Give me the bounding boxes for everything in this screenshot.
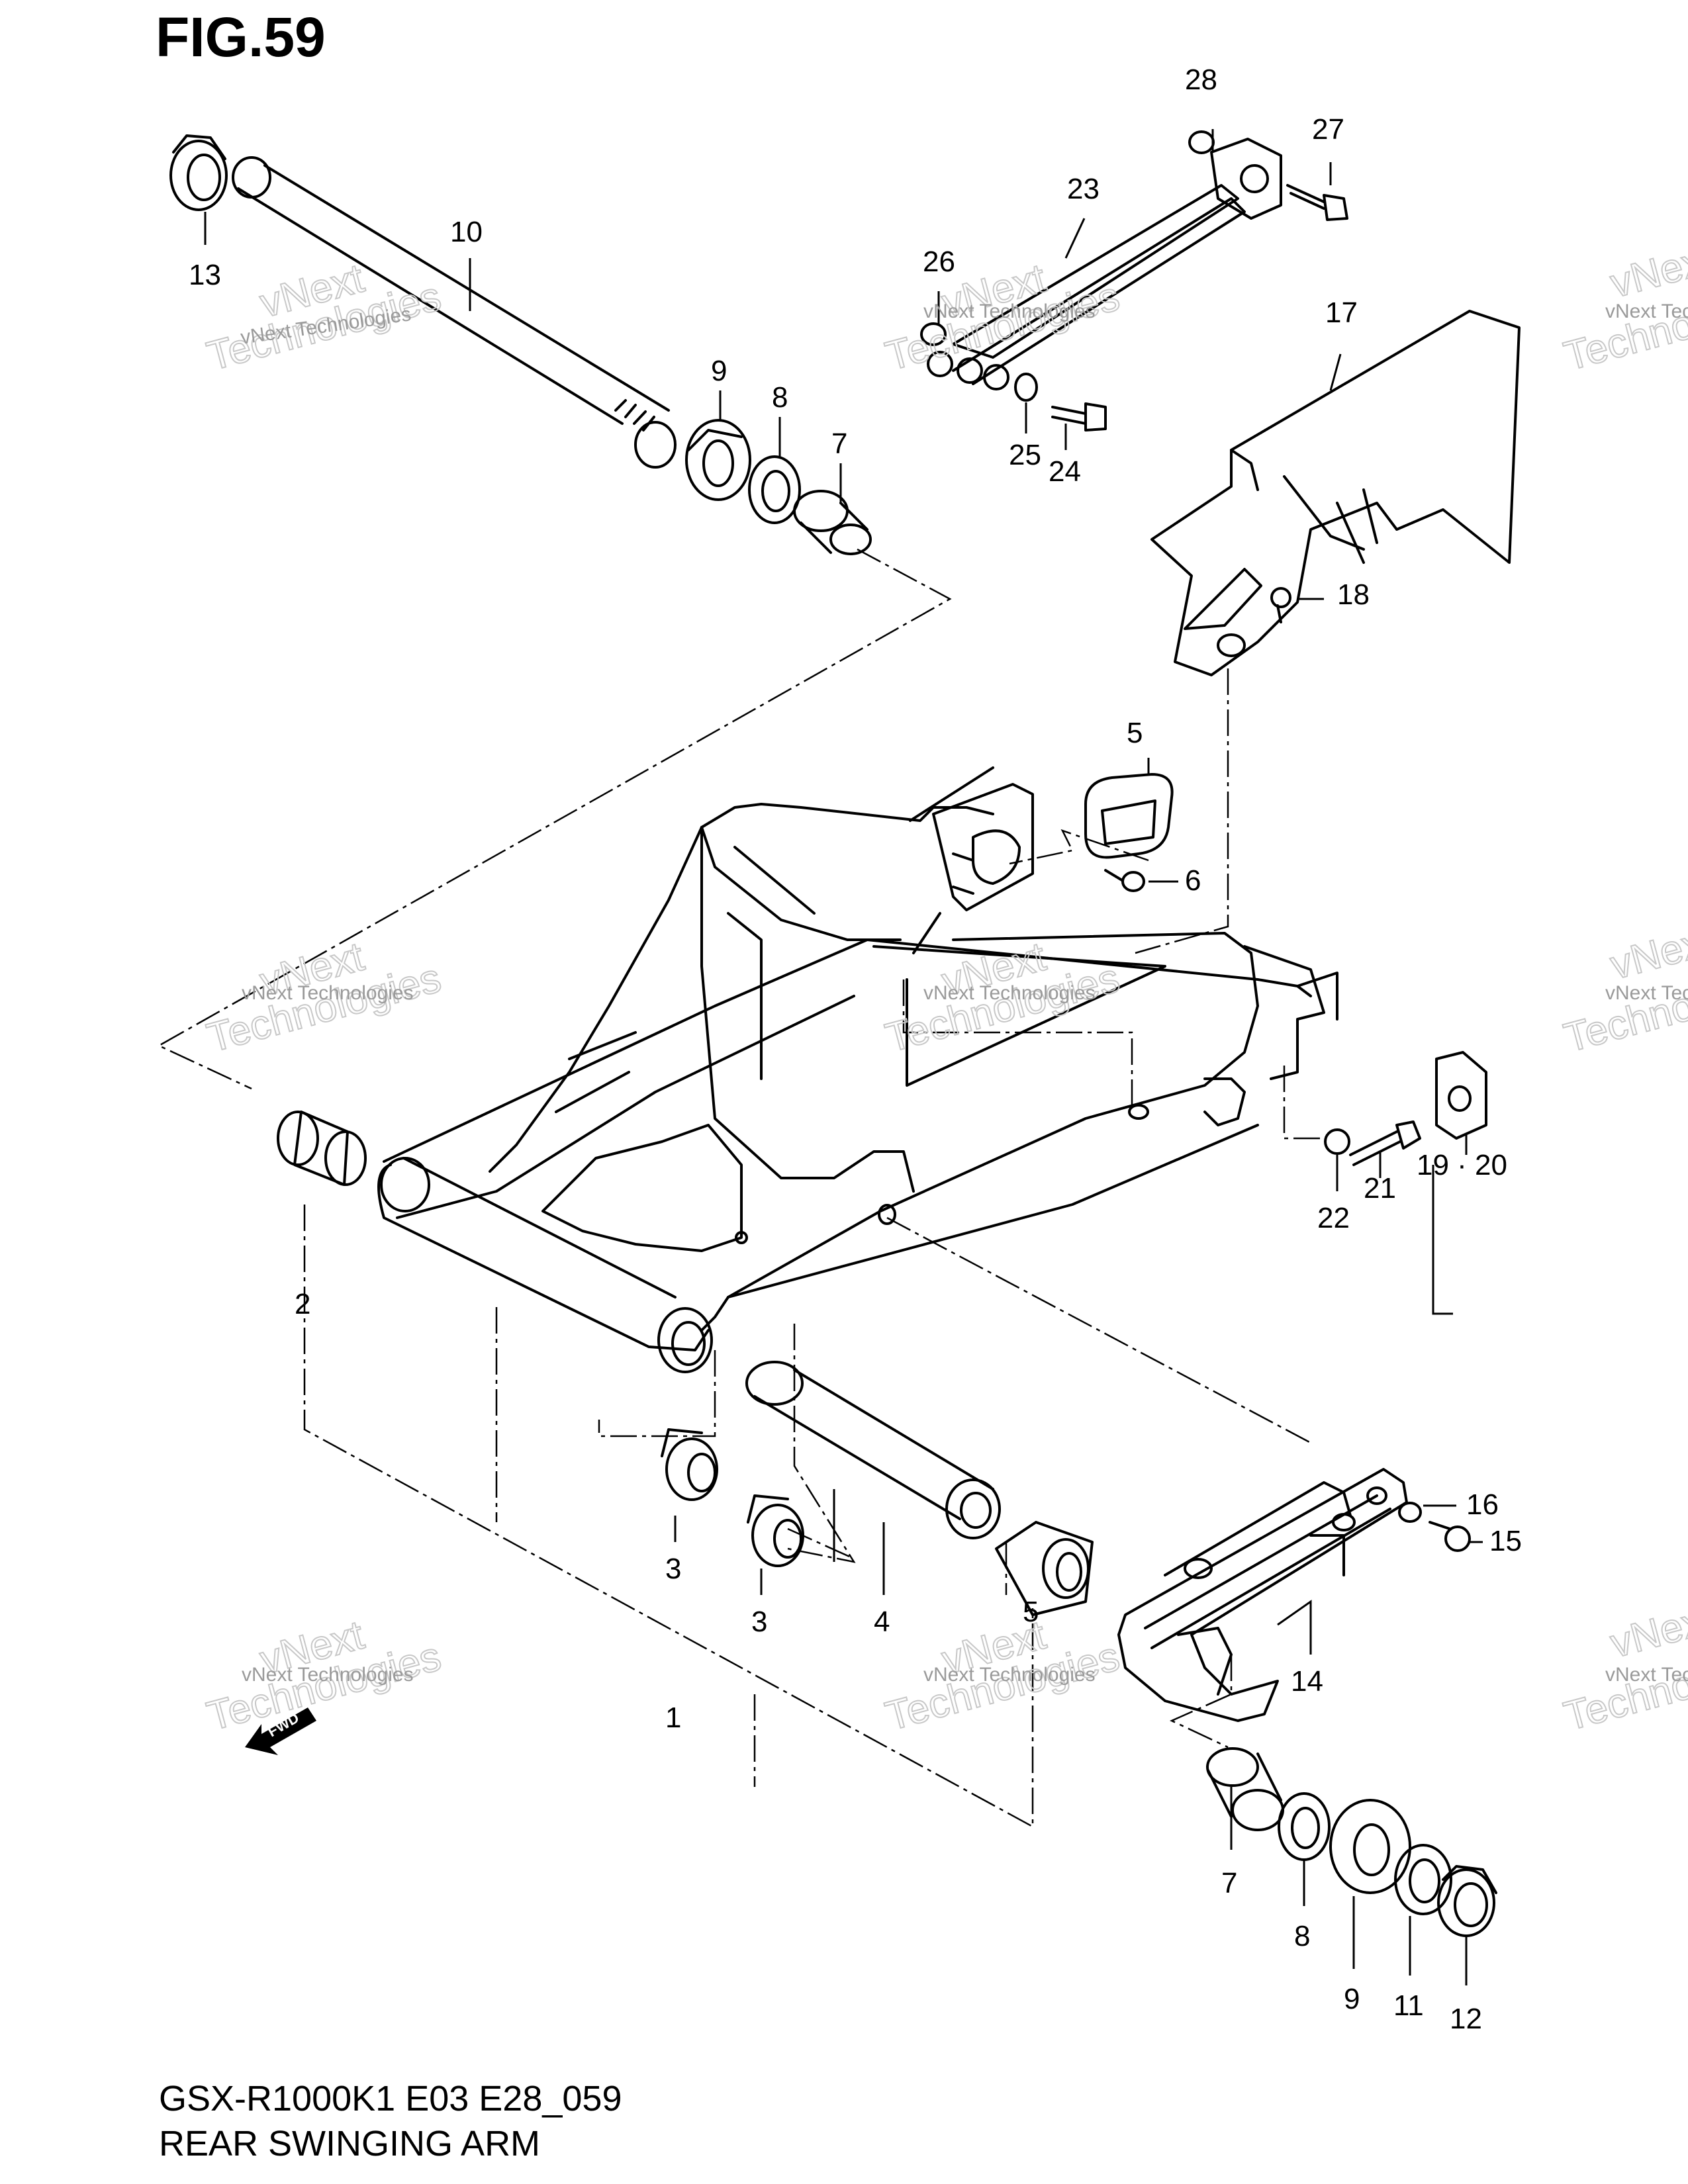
callout-19-20: 19 · 20 — [1417, 1149, 1507, 1181]
part-9-bearing-top — [685, 419, 751, 501]
callout-16: 16 — [1466, 1488, 1499, 1521]
callout-17: 17 — [1325, 296, 1358, 329]
part-19-20-slider — [1435, 1051, 1487, 1140]
part-25-washer — [1014, 373, 1038, 402]
callout-8-bottom: 8 — [1294, 1920, 1310, 1952]
callout-27: 27 — [1312, 113, 1344, 146]
callout-7-top: 7 — [831, 428, 847, 460]
callout-3-a: 3 — [665, 1553, 681, 1585]
watermark-small: vNext Technologies — [923, 1664, 1096, 1686]
callout-1: 1 — [665, 1702, 681, 1734]
callout-11: 11 — [1393, 1989, 1424, 2022]
part-23-bracket — [927, 138, 1282, 390]
callout-14: 14 — [1291, 1665, 1323, 1698]
callout-3-b: 3 — [751, 1606, 767, 1638]
watermark-small: vNext Technologies — [242, 982, 414, 1004]
watermark-big: vNext — [1606, 1596, 1688, 1667]
callout-10: 10 — [450, 216, 483, 248]
watermark-big: vNext — [1606, 236, 1688, 307]
swingarm-frame — [377, 766, 1338, 1373]
leader-lines — [204, 129, 1483, 1985]
part-9-bearing-bottom — [1329, 1799, 1411, 1894]
part-22-washer — [1324, 1128, 1350, 1155]
part-3-bearing-a — [661, 1428, 718, 1501]
part-21-bolt — [1349, 1120, 1421, 1166]
callout-5-top: 5 — [1127, 717, 1143, 749]
part-6-screw — [1104, 869, 1145, 892]
part-7-spacer-bottom — [1206, 1747, 1284, 1831]
part-5-bearing-bottom — [995, 1521, 1094, 1616]
model-code-caption: GSX-R1000K1 E03 E28_059 — [159, 2079, 622, 2118]
callout-28: 28 — [1185, 64, 1217, 96]
watermark-small: vNext Technologies — [1605, 300, 1688, 322]
callout-22: 22 — [1317, 1202, 1350, 1234]
part-15-screw — [1429, 1521, 1471, 1552]
callout-12: 12 — [1450, 2003, 1482, 2035]
part-26-collar — [920, 322, 947, 346]
callout-5-bottom: 5 — [1023, 1596, 1039, 1628]
part-4-spacer-tube — [745, 1361, 1001, 1539]
callout-6: 6 — [1185, 864, 1201, 897]
callout-2: 2 — [295, 1288, 310, 1320]
watermark-small: vNext Technologies — [1605, 1664, 1688, 1686]
part-11-washer — [1394, 1844, 1452, 1915]
callout-13: 13 — [189, 259, 221, 291]
assembly-lines — [157, 548, 1324, 1829]
callout-24: 24 — [1049, 455, 1081, 488]
part-3-bearing-b — [747, 1494, 804, 1567]
callout-15: 15 — [1489, 1525, 1522, 1557]
watermark-big: vNext — [1606, 917, 1688, 989]
part-12-nut — [1437, 1865, 1497, 1937]
part-5-gasket-top — [1084, 773, 1174, 859]
part-14-chain-buffer — [1117, 1468, 1408, 1722]
callout-21: 21 — [1364, 1172, 1396, 1205]
part-16-nut — [1398, 1502, 1422, 1523]
part-8-washer-top — [748, 455, 801, 524]
callout-8-top: 8 — [772, 381, 788, 414]
part-27-bolt — [1286, 184, 1348, 221]
assembly-name-caption: REAR SWINGING ARM — [159, 2124, 541, 2163]
callout-9-top: 9 — [711, 355, 727, 387]
part-13-nut — [169, 134, 228, 211]
part-24-bolt — [1051, 402, 1107, 432]
part-17-chain-guard — [1150, 310, 1521, 676]
callout-7-bottom: 7 — [1221, 1867, 1237, 1899]
part-28-nut — [1188, 130, 1215, 154]
watermark-small: vNext Technologies — [923, 982, 1096, 1004]
part-2-bushing — [277, 1111, 367, 1186]
watermark-small: vNext Technologies — [1605, 982, 1688, 1004]
watermarks: vNext Technologies vNext Technologies vN… — [202, 235, 1688, 1741]
watermark-small: vNext Technologies — [923, 300, 1096, 322]
callout-9-bottom: 9 — [1344, 1983, 1360, 2015]
callout-4: 4 — [874, 1606, 890, 1638]
part-7-spacer-top — [793, 490, 872, 555]
callout-26: 26 — [923, 246, 955, 278]
callout-25: 25 — [1009, 439, 1041, 471]
callout-18: 18 — [1337, 578, 1370, 611]
part-10-pivot-shaft — [232, 156, 677, 469]
callout-23: 23 — [1067, 173, 1100, 205]
watermark-small: vNext Technologies — [242, 1664, 414, 1686]
part-8-washer-bottom — [1278, 1792, 1331, 1861]
figure-title: FIG.59 — [156, 6, 326, 68]
callout-labels: 13 10 9 8 7 28 27 23 26 17 25 24 18 5 6 … — [189, 64, 1522, 2035]
part-18-screw — [1270, 587, 1291, 623]
